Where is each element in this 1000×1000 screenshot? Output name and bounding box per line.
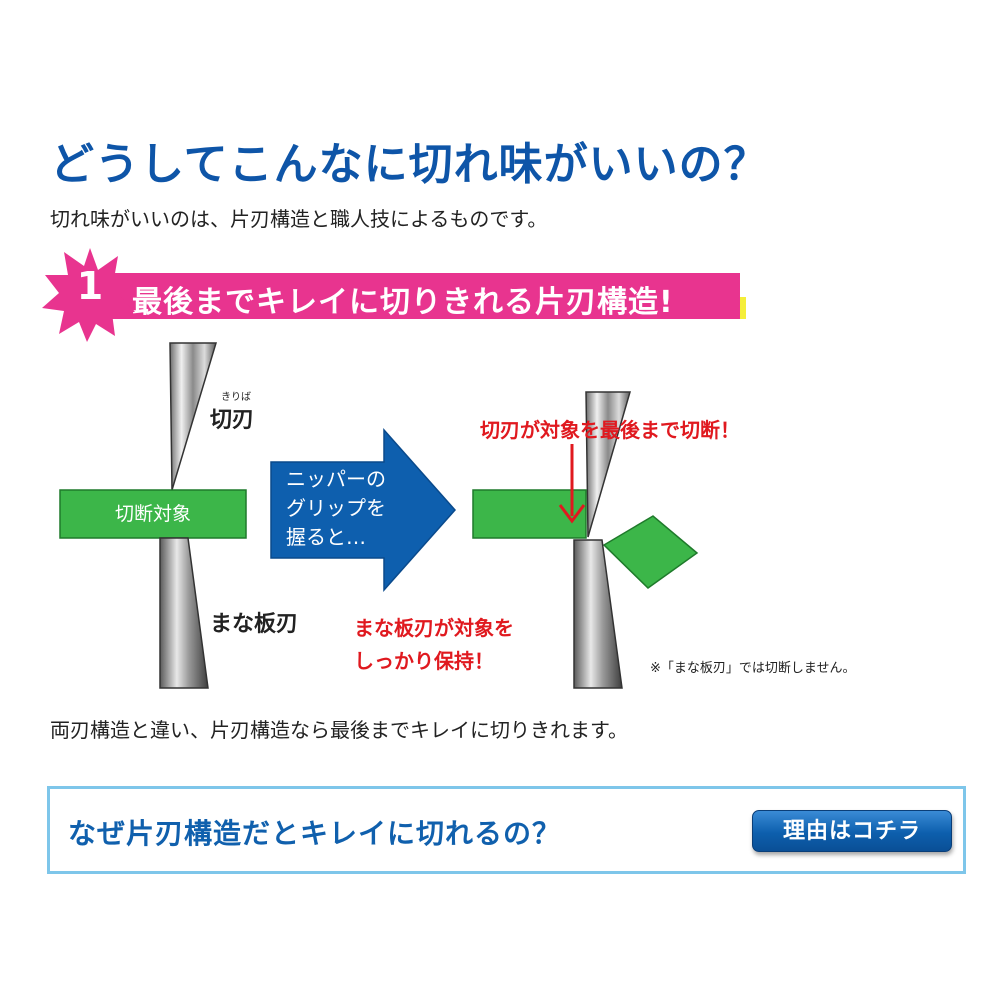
summary-text: 両刃構造と違い、片刃構造なら最後までキレイに切りきれます。 <box>50 718 628 742</box>
question-text: なぜ片刃構造だとキレイに切れるの？ <box>68 817 562 850</box>
target-label: 切断対象 <box>114 503 191 525</box>
page-title: どうしてこんなに切れ味がいいの？ <box>50 139 769 190</box>
cut-note: 切刃が対象を最後まで切断！ <box>480 418 740 442</box>
section-title: 最後までキレイに切りきれる片刃構造! <box>132 285 674 320</box>
arrow-caption-line: グリップを <box>286 496 386 520</box>
hold-note: まな板刃が対象を しっかり保持！ <box>354 612 514 678</box>
cut-pointer-head <box>558 504 586 524</box>
top-blade-left <box>169 342 218 491</box>
reason-button[interactable]: 理由はコチラ <box>752 810 952 852</box>
arrow-caption-line: ニッパーの <box>286 467 386 491</box>
hold-note-line: まな板刃が対象を <box>354 616 514 640</box>
target-bar-left <box>59 489 247 539</box>
section-heading-bar <box>112 273 740 319</box>
intro-text: 切れ味がいいのは、片刃構造と職人技によるものです。 <box>50 207 548 231</box>
top-blade-right <box>585 391 631 538</box>
blade-reading-ruby: きりば <box>221 392 251 403</box>
target-bar-right <box>472 489 587 539</box>
bottom-blade-right <box>573 539 623 689</box>
bottom-blade-left <box>159 537 209 689</box>
section-number: 1 <box>76 264 104 308</box>
starburst-badge-icon <box>42 248 137 342</box>
arrow-caption: ニッパーの グリップを 握ると… <box>286 465 386 552</box>
anvil-blade-label: まな板刃 <box>210 612 299 637</box>
arrow-caption-line: 握ると… <box>286 525 366 549</box>
action-arrow <box>270 428 457 592</box>
footnote: ※「まな板刃」では切断しません。 <box>650 661 856 676</box>
cutting-blade-label: 切刃 <box>210 408 255 433</box>
hold-note-line: しっかり保持！ <box>354 649 494 673</box>
cut-piece <box>602 515 699 589</box>
